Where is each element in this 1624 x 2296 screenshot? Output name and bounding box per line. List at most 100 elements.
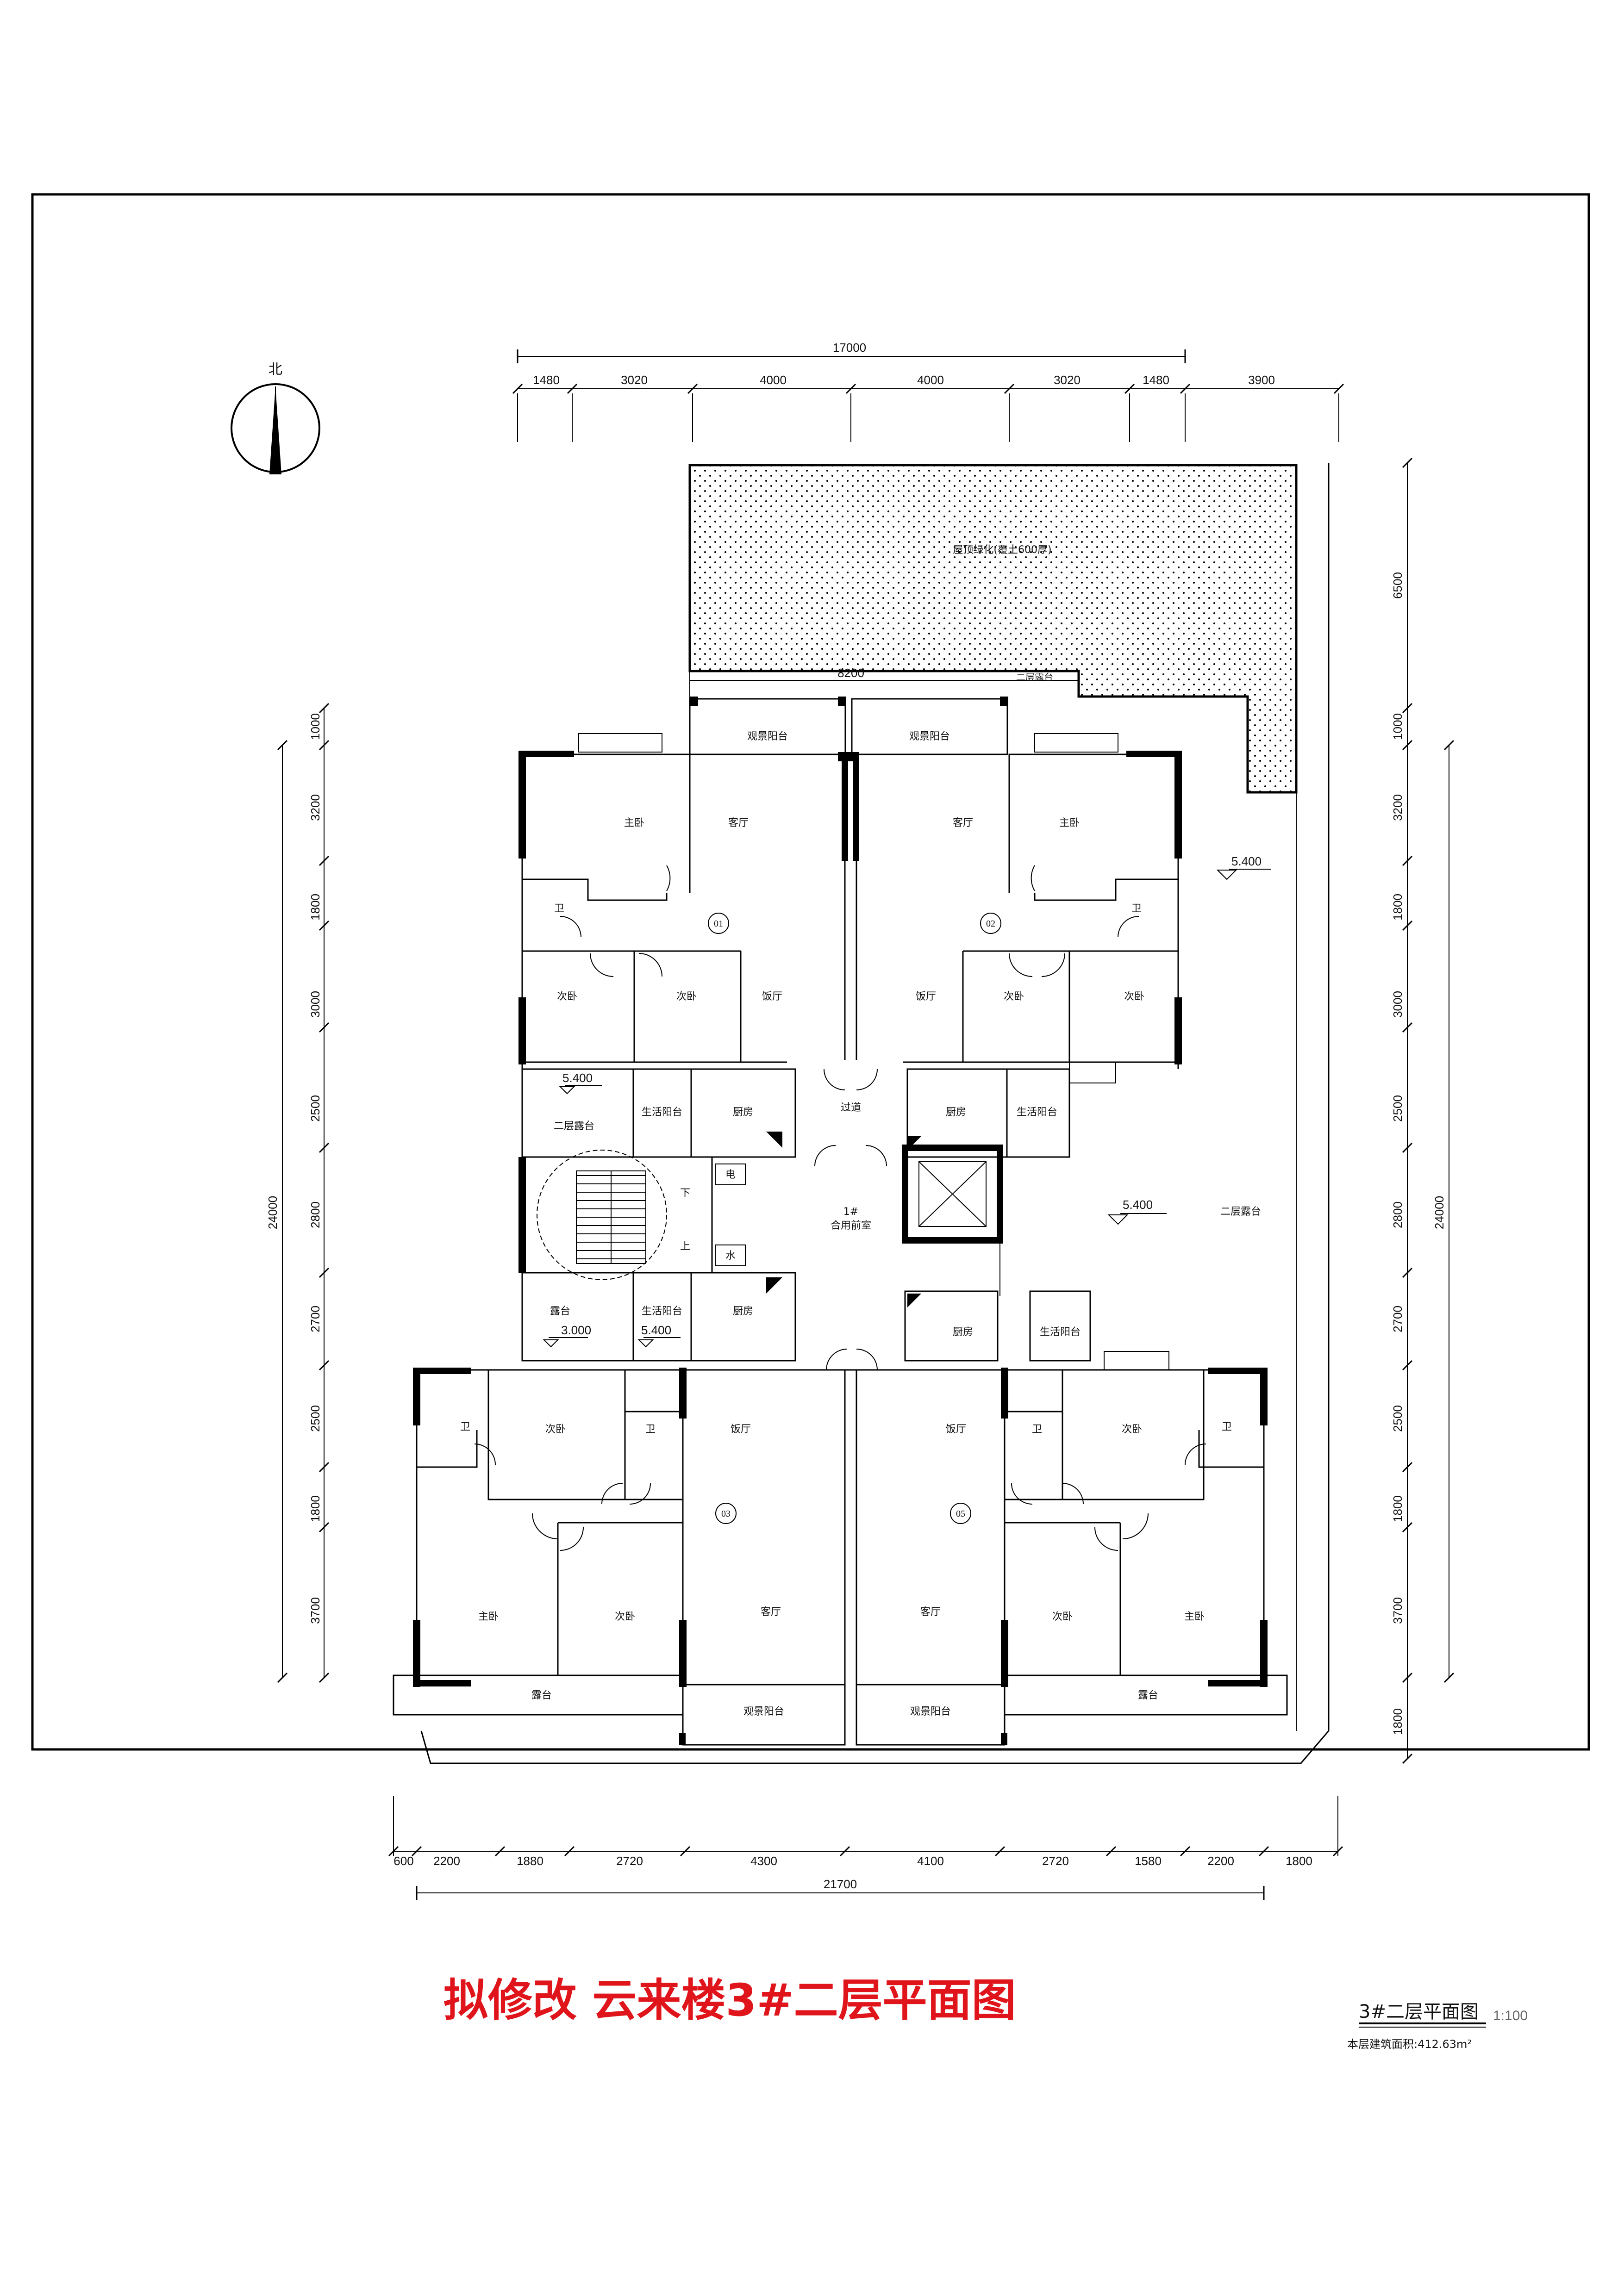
master-bed-02: 主卧 bbox=[1059, 817, 1080, 829]
roof-width-dim: 8200 bbox=[837, 666, 864, 680]
dimension-tick bbox=[1402, 920, 1413, 931]
right-total-dim: 24000 bbox=[1432, 1196, 1446, 1229]
bottom-dim-1: 600 bbox=[394, 1854, 413, 1868]
bed-05a: 次卧 bbox=[1122, 1424, 1142, 1435]
kitchen-01: 厨房 bbox=[733, 1107, 753, 1118]
drawing-title: 拟修改 云来楼3#二层平面图 bbox=[443, 1974, 1016, 2026]
terrace-05-bottom: 露台 bbox=[1138, 1690, 1158, 1701]
unit-03-marker bbox=[715, 1503, 737, 1524]
west-terrace-label: 二层露台 bbox=[554, 1120, 594, 1132]
title-block: 3#二层平面图 1:100 本层建筑面积:412.63m² bbox=[1347, 2001, 1528, 2051]
dimension-tick bbox=[319, 1462, 330, 1473]
dimension-tick bbox=[319, 855, 330, 866]
dimension-tick bbox=[1004, 383, 1015, 394]
dining-05: 饭厅 bbox=[946, 1424, 966, 1435]
bottom-dim-6: 4100 bbox=[917, 1854, 944, 1868]
right-dimensions: 24000 6500 1000 3200 1800 3000 2500 2800… bbox=[1391, 457, 1455, 1764]
stair-down: 下 bbox=[680, 1188, 690, 1199]
view-balcony-03: 观景阳台 bbox=[743, 1706, 784, 1717]
left-dim-10: 3700 bbox=[308, 1597, 322, 1624]
dimension-tick bbox=[319, 1360, 330, 1371]
title-block-scale: 1:100 bbox=[1493, 2008, 1528, 2023]
dimension-tick bbox=[277, 740, 288, 751]
hall-label-2: 合用前室 bbox=[831, 1220, 871, 1232]
top-dim-5: 3020 bbox=[1054, 373, 1081, 387]
roof-garden-label: 屋顶绿化(覆土600厚) bbox=[953, 544, 1051, 556]
east-level: 5.400 bbox=[1231, 854, 1262, 868]
north-arrow-icon: 北 bbox=[231, 361, 320, 474]
left-dim-4: 3000 bbox=[308, 991, 322, 1018]
dimension-tick bbox=[1180, 383, 1191, 394]
kitchen-05: 厨房 bbox=[953, 1326, 973, 1338]
dimension-tick bbox=[319, 1672, 330, 1683]
terrace-outline: 二层露台 5.400 5.400 bbox=[420, 463, 1330, 1764]
right-dim-3: 3200 bbox=[1391, 794, 1405, 821]
top-dim-3: 4000 bbox=[760, 373, 787, 387]
dimension-tick bbox=[319, 703, 330, 714]
dimension-tick bbox=[1402, 855, 1413, 866]
dimension-tick bbox=[1402, 1672, 1413, 1683]
stair-up: 上 bbox=[680, 1241, 690, 1252]
dimension-tick bbox=[1402, 1267, 1413, 1278]
left-dim-8: 2500 bbox=[308, 1405, 322, 1432]
unit-03-label: 03 bbox=[721, 1509, 731, 1519]
left-dim-1: 1000 bbox=[308, 713, 322, 740]
bottom-dim-10: 1800 bbox=[1286, 1854, 1312, 1868]
roof-garden: 屋顶绿化(覆土600厚) 8200 二层露台 bbox=[688, 464, 1298, 794]
utility-balcony-01: 生活阳台 bbox=[642, 1107, 682, 1118]
dimension-tick bbox=[319, 920, 330, 931]
bath-02: 卫 bbox=[1131, 903, 1142, 915]
roof-level: 5.400 bbox=[1123, 1198, 1153, 1212]
top-dimensions: 17000 1480 3020 4000 4000 3020 1480 3900 bbox=[512, 341, 1344, 442]
top-dim-4: 4000 bbox=[917, 373, 944, 387]
kitchen-02: 厨房 bbox=[946, 1107, 966, 1118]
kitchen-03: 厨房 bbox=[733, 1306, 753, 1317]
dimension-tick bbox=[994, 1846, 1006, 1857]
utility-balcony-02: 生活阳台 bbox=[1017, 1107, 1057, 1118]
right-dim-6: 2500 bbox=[1391, 1095, 1405, 1122]
dimension-tick bbox=[1402, 703, 1413, 714]
right-dim-11: 3700 bbox=[1391, 1597, 1405, 1624]
dimension-tick bbox=[411, 1846, 422, 1857]
bottom-total-dim: 21700 bbox=[824, 1877, 857, 1891]
dimension-tick bbox=[319, 1022, 330, 1033]
sheet-border bbox=[31, 193, 1590, 1751]
bath-05b: 卫 bbox=[1222, 1421, 1232, 1433]
right-dim-7: 2800 bbox=[1391, 1201, 1405, 1228]
bath-03a: 卫 bbox=[460, 1421, 470, 1433]
bed-05b: 次卧 bbox=[1052, 1611, 1073, 1623]
bed-03b: 次卧 bbox=[615, 1611, 635, 1623]
left-dim-2: 3200 bbox=[308, 794, 322, 821]
terrace-03-level: 3.000 bbox=[561, 1323, 591, 1337]
living-01: 客厅 bbox=[728, 817, 749, 829]
bed-02b: 次卧 bbox=[1124, 991, 1144, 1002]
top-dim-6: 1480 bbox=[1143, 373, 1169, 387]
north-label: 北 bbox=[269, 361, 282, 378]
upper-block: 观景阳台 观景阳台 bbox=[518, 697, 1182, 1083]
title-block-area: 本层建筑面积:412.63m² bbox=[1347, 2038, 1472, 2051]
unit-05-label: 05 bbox=[956, 1509, 965, 1519]
view-balcony-05: 观景阳台 bbox=[910, 1706, 951, 1717]
dimension-tick bbox=[1402, 457, 1413, 468]
bottom-dim-5: 4300 bbox=[750, 1854, 777, 1868]
title-block-name: 3#二层平面图 bbox=[1359, 2001, 1479, 2022]
roof-terrace-label: 二层露台 bbox=[1016, 672, 1053, 683]
right-dim-4: 1800 bbox=[1391, 894, 1405, 921]
right-dim-2: 1000 bbox=[1391, 713, 1405, 740]
top-dim-7: 3900 bbox=[1248, 373, 1275, 387]
right-dim-1: 6500 bbox=[1391, 572, 1405, 599]
dimension-tick bbox=[319, 1142, 330, 1153]
left-dimensions: 24000 1000 3200 1800 3000 2500 2800 2700… bbox=[266, 703, 330, 1683]
dining-03: 饭厅 bbox=[731, 1424, 751, 1435]
unit-02-marker bbox=[980, 913, 1001, 934]
dimension-tick bbox=[1402, 1360, 1413, 1371]
right-dim-8: 2700 bbox=[1391, 1306, 1405, 1332]
core-block: 二层露台 生活阳台 厨房 5.400 厨房 生活阳台 过道 下 上 电 水 1#… bbox=[518, 1068, 1091, 1370]
elevator-icon bbox=[902, 1145, 1003, 1244]
unit-01-label: 01 bbox=[714, 919, 723, 929]
dimension-tick bbox=[1180, 1846, 1191, 1857]
dimension-tick bbox=[1402, 1522, 1413, 1533]
bath-01: 卫 bbox=[554, 903, 564, 915]
lower-block: 观景阳台 观景阳台 露台 露台 卫 次卧 卫 饭厅 主卧 次卧 客厅 03 卫 … bbox=[393, 1351, 1288, 1746]
